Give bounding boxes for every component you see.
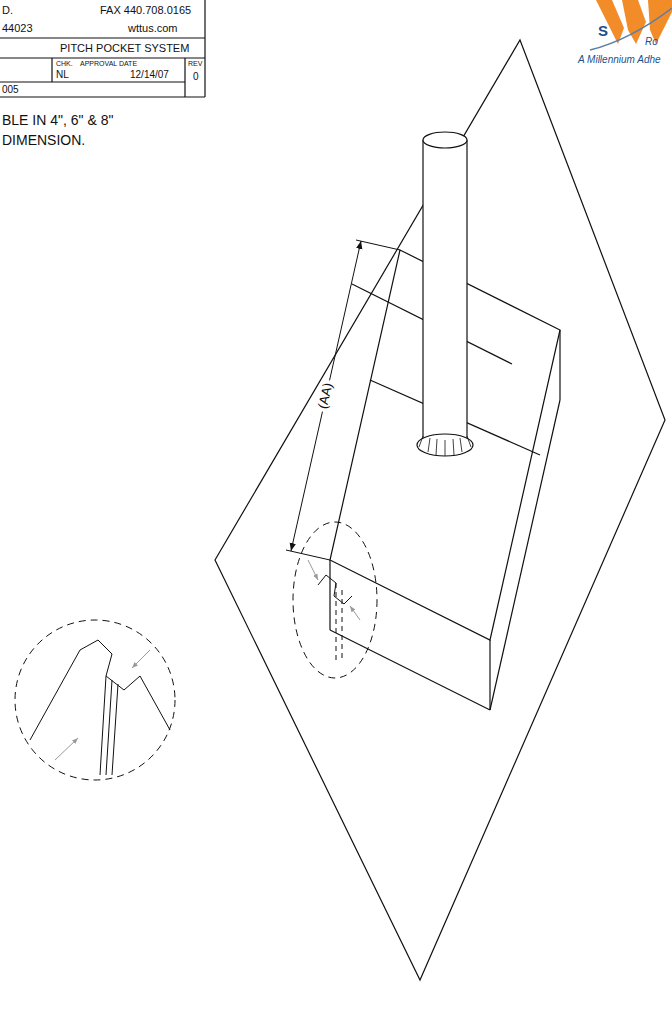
title-block-text: APPROVAL DATE <box>80 60 137 68</box>
title-block-text: REV <box>188 60 202 68</box>
dimension-aa <box>286 240 400 560</box>
title-block-text: 0 <box>193 71 199 83</box>
logo-text: Ro <box>645 36 658 48</box>
logo-text: A Millennium Adhe <box>578 54 661 66</box>
drawing-number: 005 <box>2 84 19 96</box>
title-block-text: NL <box>56 69 69 81</box>
magnified-seam-detail <box>15 620 175 780</box>
dimension-label: (AA) <box>315 379 337 414</box>
flange-and-pocket <box>215 40 665 980</box>
company-logo <box>590 0 672 50</box>
title-block-lines <box>0 0 205 97</box>
note-text: DIMENSION. <box>2 132 85 148</box>
title-block-text: D. <box>2 4 13 17</box>
pipe-penetration <box>417 132 473 456</box>
title-block-text: 44023 <box>2 22 33 35</box>
seam-detail-callout <box>293 522 377 678</box>
title-block-text: CHK. <box>56 60 73 68</box>
logo-text: S <box>598 22 608 39</box>
title-block-text: FAX 440.708.0165 <box>100 4 191 17</box>
title-block-text: 12/14/07 <box>130 69 169 81</box>
note-text: BLE IN 4", 6" & 8" <box>2 112 113 128</box>
title-block-text: wttus.com <box>128 22 178 35</box>
drawing-title: PITCH POCKET SYSTEM <box>60 42 189 55</box>
